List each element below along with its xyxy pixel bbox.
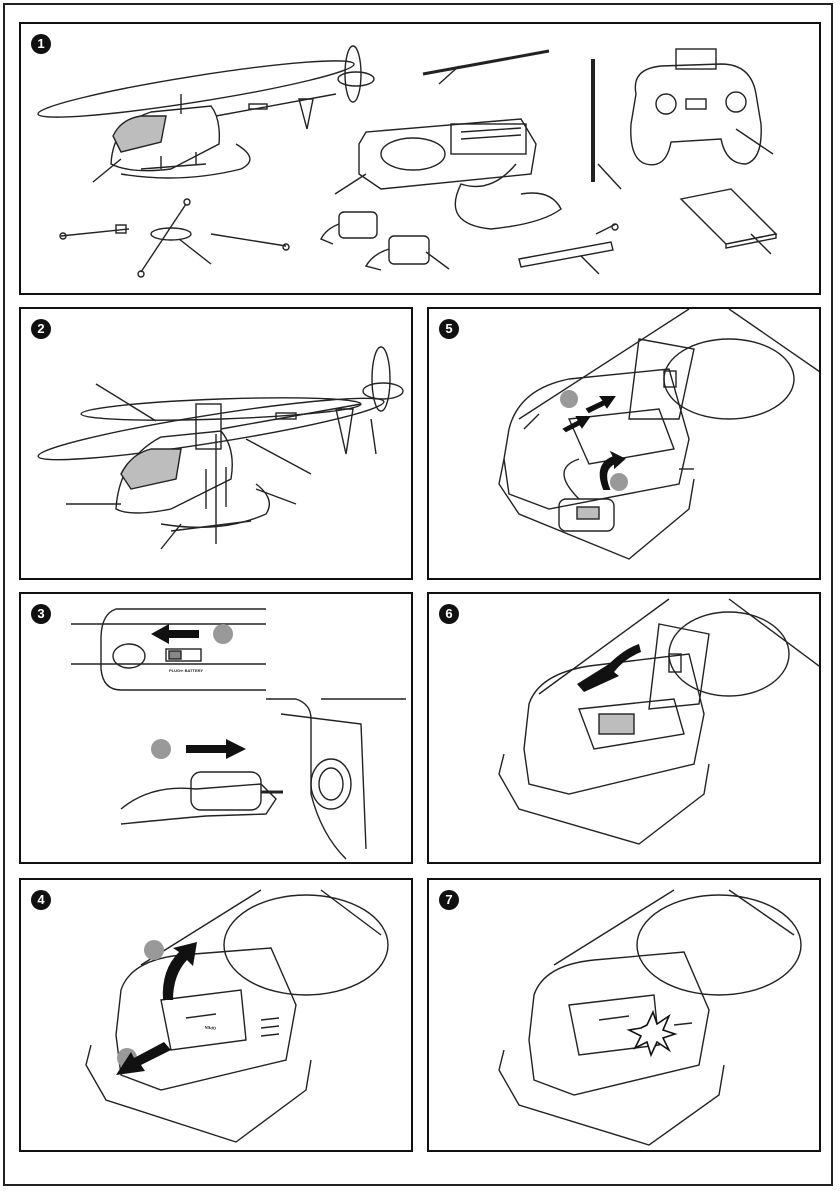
- controller-drawing: [631, 49, 773, 165]
- manual-drawing: [681, 189, 776, 254]
- cover-label: OPEN: [204, 1025, 216, 1031]
- panel-step-4: 4 OPEN: [19, 878, 413, 1152]
- charging-light-illustration: [429, 880, 821, 1152]
- panel-step-2: 2: [19, 307, 413, 580]
- panel-step-6: 6: [427, 592, 821, 864]
- strap-drawing: [519, 224, 618, 274]
- open-cover-illustration: OPEN: [21, 880, 413, 1152]
- panel-step-3: 3 PLUG⇐ BATTERY: [19, 592, 413, 864]
- contents-illustration: [21, 24, 821, 295]
- connect-battery-illustration: [429, 309, 821, 580]
- panel-step-1: 1: [19, 22, 821, 295]
- helicopter-parts-illustration: [21, 309, 413, 580]
- spare-blades-drawing: [60, 199, 289, 277]
- batteries-drawing: [321, 212, 449, 270]
- close-cover-illustration: [429, 594, 821, 864]
- panel-step-7: 7: [427, 878, 821, 1152]
- panel-step-5: 5: [427, 307, 821, 580]
- helicopter-drawing: [36, 46, 374, 182]
- switch-label: PLUG⇐ BATTERY: [169, 668, 203, 673]
- charger-switch-illustration: PLUG⇐ BATTERY: [21, 594, 413, 864]
